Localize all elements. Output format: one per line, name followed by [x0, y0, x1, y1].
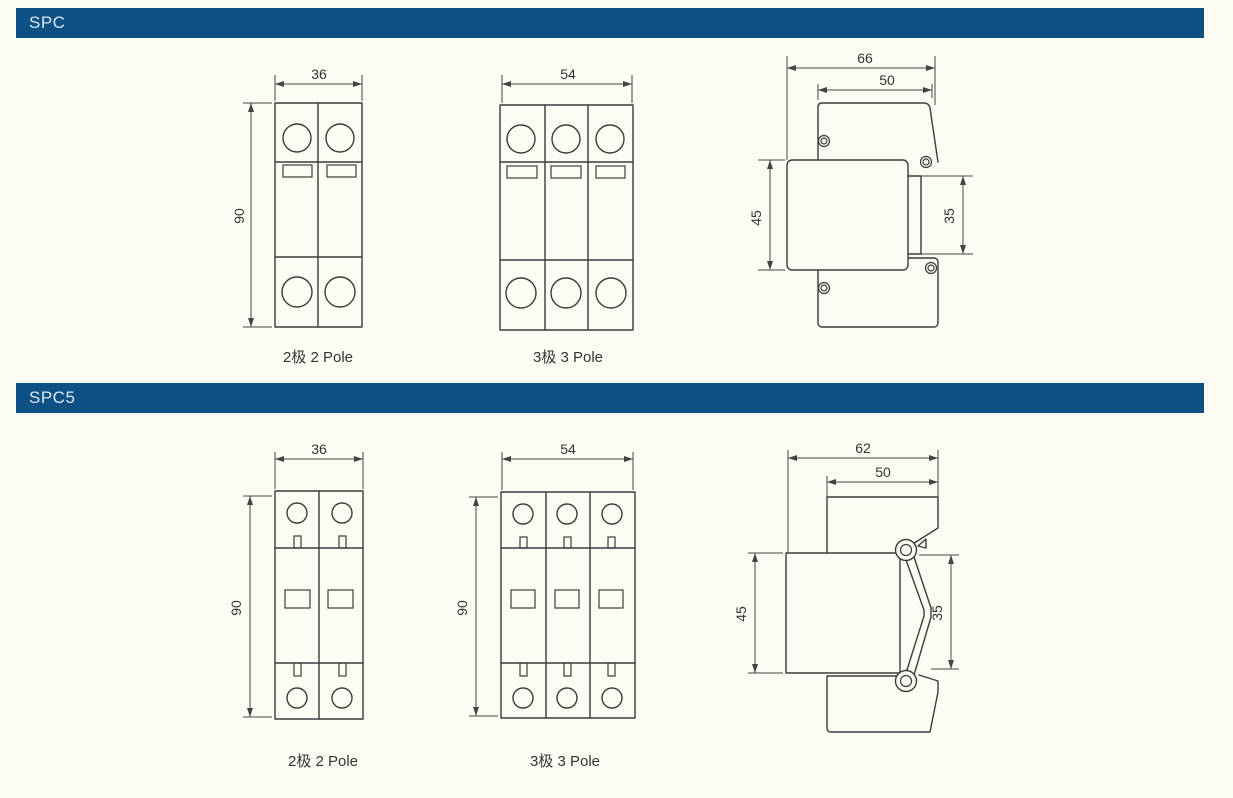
spc5-3pole-label: 3极 3 Pole [529, 753, 601, 770]
width-dimension: 36 [274, 441, 364, 489]
width-dim-value: 36 [311, 441, 327, 457]
spc-side-view: 66 50 45 35 [748, 50, 973, 328]
spc5-2pole-label: 2极 2 Pole [287, 753, 359, 770]
terminal-circle [282, 123, 312, 153]
screw-holes [817, 134, 938, 295]
terminal-circle [595, 277, 627, 309]
width-dimension: 54 [501, 66, 633, 103]
height-dimension: 90 [231, 102, 272, 328]
spc-3pole-label: 3极 3 Pole [532, 349, 604, 366]
module-height-value: 45 [735, 606, 749, 622]
rail-height-dimension: 35 [921, 175, 973, 255]
hinge-circles [894, 538, 918, 693]
terminal-circle [286, 502, 308, 524]
clip-tab [607, 662, 616, 677]
height-dim-value: 90 [454, 600, 470, 616]
clip-tab [563, 536, 572, 549]
status-window [510, 589, 536, 609]
clip-tab [519, 662, 528, 677]
height-dimension: 90 [454, 496, 498, 717]
rail-height-dimension: 35 [919, 554, 959, 670]
terminal-circle [506, 124, 536, 154]
width-dimension: 36 [274, 66, 363, 101]
device-outline [500, 491, 636, 719]
body-width-dimension: 50 [817, 72, 933, 100]
body-width-value: 50 [875, 464, 891, 480]
module-height-dimension: 45 [748, 159, 785, 271]
section-header-spc: SPC [16, 8, 1204, 38]
status-window [327, 589, 354, 609]
overall-width-dimension: 66 [786, 50, 936, 160]
overall-width-value: 66 [857, 50, 873, 66]
status-window [506, 165, 538, 179]
terminal-circle [512, 687, 534, 709]
terminal-circle [512, 503, 534, 525]
module-height-dimension: 45 [735, 552, 783, 674]
status-window [284, 589, 311, 609]
height-dim-value: 90 [231, 208, 247, 224]
spc-2pole-label: 2极 2 Pole [282, 349, 354, 366]
clip-tab [519, 536, 528, 549]
height-dimension: 90 [230, 495, 272, 718]
terminal-circle [556, 687, 578, 709]
terminal-circle [556, 503, 578, 525]
overall-width-value: 62 [855, 440, 871, 456]
status-window [282, 164, 313, 178]
rail-height-value: 35 [929, 605, 945, 621]
terminal-circle [325, 123, 355, 153]
status-window [598, 589, 624, 609]
din-rail-notch [907, 175, 922, 255]
spc5-side-view: 62 50 45 35 [735, 440, 959, 733]
clip-tab [338, 535, 347, 549]
din-clip-lever [905, 556, 932, 676]
clip-tab [293, 535, 302, 549]
terminal-circle [601, 687, 623, 709]
clip-tab [338, 662, 347, 677]
section-header-spc5: SPC5 [16, 383, 1204, 413]
width-dim-value: 36 [311, 66, 327, 82]
module-height-value: 45 [748, 210, 764, 226]
status-window [326, 164, 357, 178]
clip-tab [607, 536, 616, 549]
spc-3pole-front-view: 54 [499, 66, 634, 331]
terminal-circle [331, 687, 353, 709]
height-dim-value: 90 [230, 600, 244, 616]
width-dimension: 54 [501, 441, 634, 490]
body-width-value: 50 [879, 72, 895, 88]
spc5-3pole-front-view: 54 90 [454, 441, 636, 719]
terminal-circle [286, 687, 308, 709]
overall-width-dimension: 62 [787, 440, 939, 553]
device-outline [274, 102, 363, 328]
device-outline [274, 490, 364, 720]
terminal-circle [601, 503, 623, 525]
width-dim-value: 54 [560, 66, 576, 82]
terminal-circle [550, 277, 582, 309]
clip-tab [293, 662, 302, 677]
clip-tab [563, 662, 572, 677]
terminal-circle [595, 124, 625, 154]
rail-height-value: 35 [941, 208, 957, 224]
status-window [550, 165, 582, 179]
device-outline [499, 104, 634, 331]
status-window [595, 165, 626, 179]
status-window [554, 589, 580, 609]
terminal-circle [281, 276, 313, 308]
terminal-circle [551, 124, 581, 154]
spc-2pole-front-view: 36 90 [231, 66, 363, 328]
module-body [786, 159, 909, 271]
body-width-dimension: 50 [826, 464, 938, 497]
terminal-circle [324, 276, 356, 308]
module-body [785, 552, 901, 674]
width-dim-value: 54 [560, 441, 576, 457]
spc5-2pole-front-view: 36 90 [230, 441, 364, 720]
terminal-circle [331, 502, 353, 524]
terminal-circle [505, 277, 537, 309]
